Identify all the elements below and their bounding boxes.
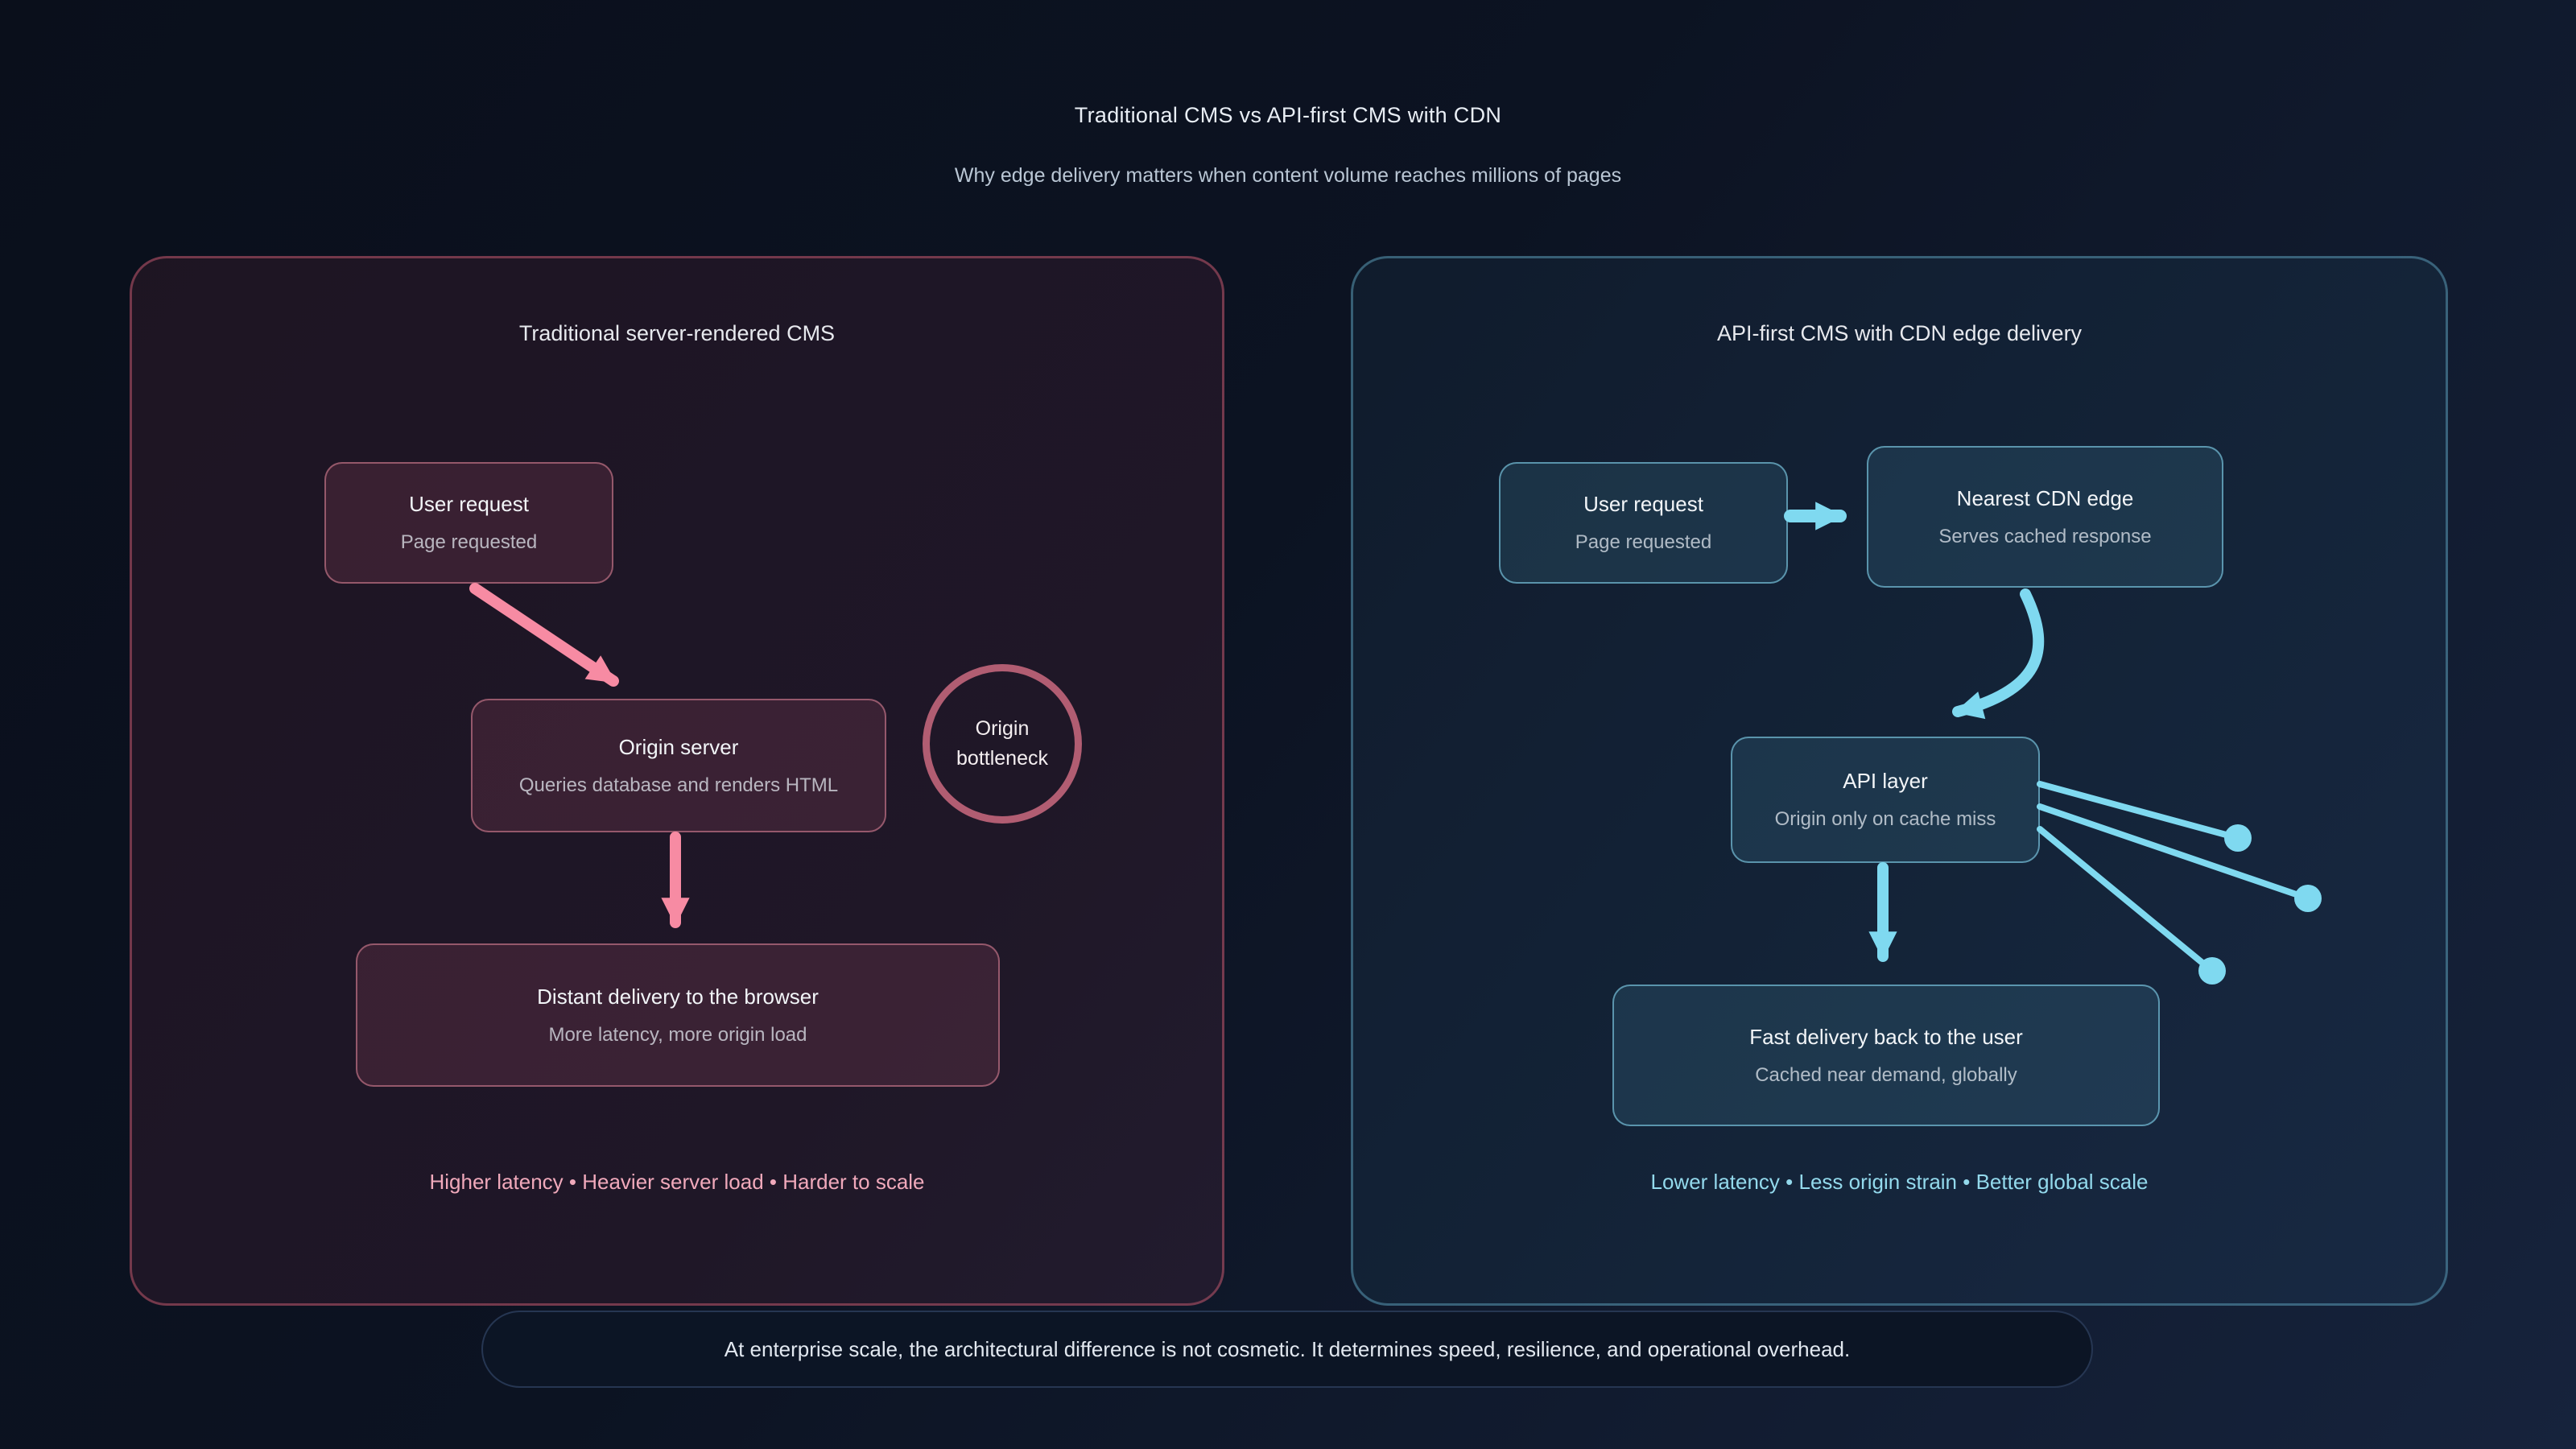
node-title: Fast delivery back to the user [1749,1024,2023,1049]
node-title: Nearest CDN edge [1956,485,2134,510]
node-subtitle: Queries database and renders HTML [518,774,839,796]
node-subtitle: Page requested [400,531,538,553]
node-cdn-edge: Nearest CDN edge Serves cached response [1867,446,2223,588]
page-title: Traditional CMS vs API-first CMS with CD… [1074,103,1502,127]
summary-callout: At enterprise scale, the architectural d… [481,1311,2093,1388]
node-title: Origin server [618,734,739,759]
node-subtitle: Origin only on cache miss [1774,808,1996,830]
summary-callout-text: At enterprise scale, the architectural d… [724,1336,1851,1361]
node-origin-server: Origin server Queries database and rende… [471,699,886,832]
node-user-request-api: User request Page requested [1499,462,1788,584]
node-title: Distant delivery to the browser [537,984,819,1009]
node-title: API layer [1843,769,1928,793]
panel-traditional-cms: Traditional server-rendered CMS User req… [130,256,1224,1306]
panel-title-api-first: API-first CMS with CDN edge delivery [1716,321,2083,345]
node-subtitle: Serves cached response [1938,525,2152,547]
traditional-summary-footer: Higher latency • Heavier server load • H… [429,1170,925,1194]
node-distant-delivery: Distant delivery to the browser More lat… [356,943,1000,1087]
api-first-summary-footer: Lower latency • Less origin strain • Bet… [1650,1170,2149,1194]
origin-bottleneck-label: Origin bottleneck [956,716,1048,770]
node-title: User request [1583,492,1703,516]
node-title: User request [409,492,529,516]
node-subtitle: More latency, more origin load [548,1023,807,1046]
node-fast-delivery: Fast delivery back to the user Cached ne… [1612,985,2160,1126]
page-subtitle: Why edge delivery matters when content v… [954,164,1622,187]
panel-api-first-cms: API-first CMS with CDN edge delivery Use… [1351,256,2448,1306]
panel-title-traditional: Traditional server-rendered CMS [518,321,836,345]
node-api-layer: API layer Origin only on cache miss [1731,737,2040,863]
origin-bottleneck-badge: Origin bottleneck [923,664,1082,824]
node-subtitle: Cached near demand, globally [1755,1063,2017,1086]
node-user-request-traditional: User request Page requested [324,462,613,584]
node-subtitle: Page requested [1575,531,1712,553]
